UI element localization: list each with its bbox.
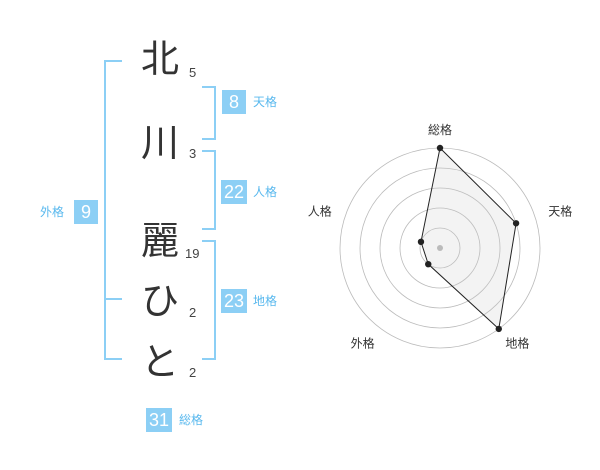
radar-point-3 bbox=[495, 325, 502, 333]
jinkaku-bracket bbox=[202, 150, 216, 230]
stroke-count-4: 2 bbox=[189, 305, 197, 320]
chikaku-value: 23 bbox=[221, 289, 247, 313]
radar-axis-label-3: 地格 bbox=[505, 335, 529, 350]
radar-point-1 bbox=[436, 144, 444, 152]
stroke-count-3: 19 bbox=[185, 246, 200, 261]
chikaku-bracket bbox=[202, 240, 216, 360]
gaikaku-label: 外格 bbox=[40, 205, 65, 219]
radar-point-5 bbox=[417, 238, 425, 246]
gaikaku-value: 9 bbox=[74, 200, 98, 224]
radar-ring-4 bbox=[359, 167, 521, 329]
gaikaku-bracket-tick bbox=[104, 298, 122, 300]
radar-ring-1 bbox=[419, 227, 461, 269]
radar-axis-label-2: 天格 bbox=[548, 204, 572, 219]
radar-axis-label-4: 外格 bbox=[351, 335, 375, 350]
radar-center-dot bbox=[437, 245, 443, 251]
radar-area bbox=[420, 146, 517, 330]
radar-point-2 bbox=[512, 220, 520, 227]
radar-axis-label-5: 人格 bbox=[308, 204, 332, 219]
radar-point-4 bbox=[425, 260, 432, 268]
gaikaku-bracket bbox=[104, 60, 122, 360]
soukaku-value: 31 bbox=[146, 408, 172, 432]
name-char-1: 北 bbox=[140, 37, 179, 81]
stroke-count-5: 2 bbox=[189, 365, 197, 380]
jinkaku-label: 人格 bbox=[253, 185, 278, 199]
jinkaku-value: 22 bbox=[221, 180, 247, 204]
stroke-count-1: 5 bbox=[189, 65, 197, 80]
soukaku-label: 総格 bbox=[179, 413, 204, 427]
name-char-3: 麗 bbox=[140, 219, 179, 263]
chikaku-label: 地格 bbox=[253, 294, 278, 308]
name-char-4: ひ bbox=[140, 279, 179, 323]
radar-ring-3 bbox=[379, 187, 501, 309]
tenkaku-bracket bbox=[202, 86, 216, 140]
stroke-count-2: 3 bbox=[189, 146, 197, 161]
radar-ring-2 bbox=[399, 207, 481, 289]
tenkaku-value: 8 bbox=[222, 90, 246, 114]
radar-axis-label-1: 総格 bbox=[428, 122, 452, 137]
tenkaku-label: 天格 bbox=[253, 95, 278, 109]
name-char-2: 川 bbox=[140, 121, 179, 165]
name-char-5: と bbox=[140, 340, 179, 384]
